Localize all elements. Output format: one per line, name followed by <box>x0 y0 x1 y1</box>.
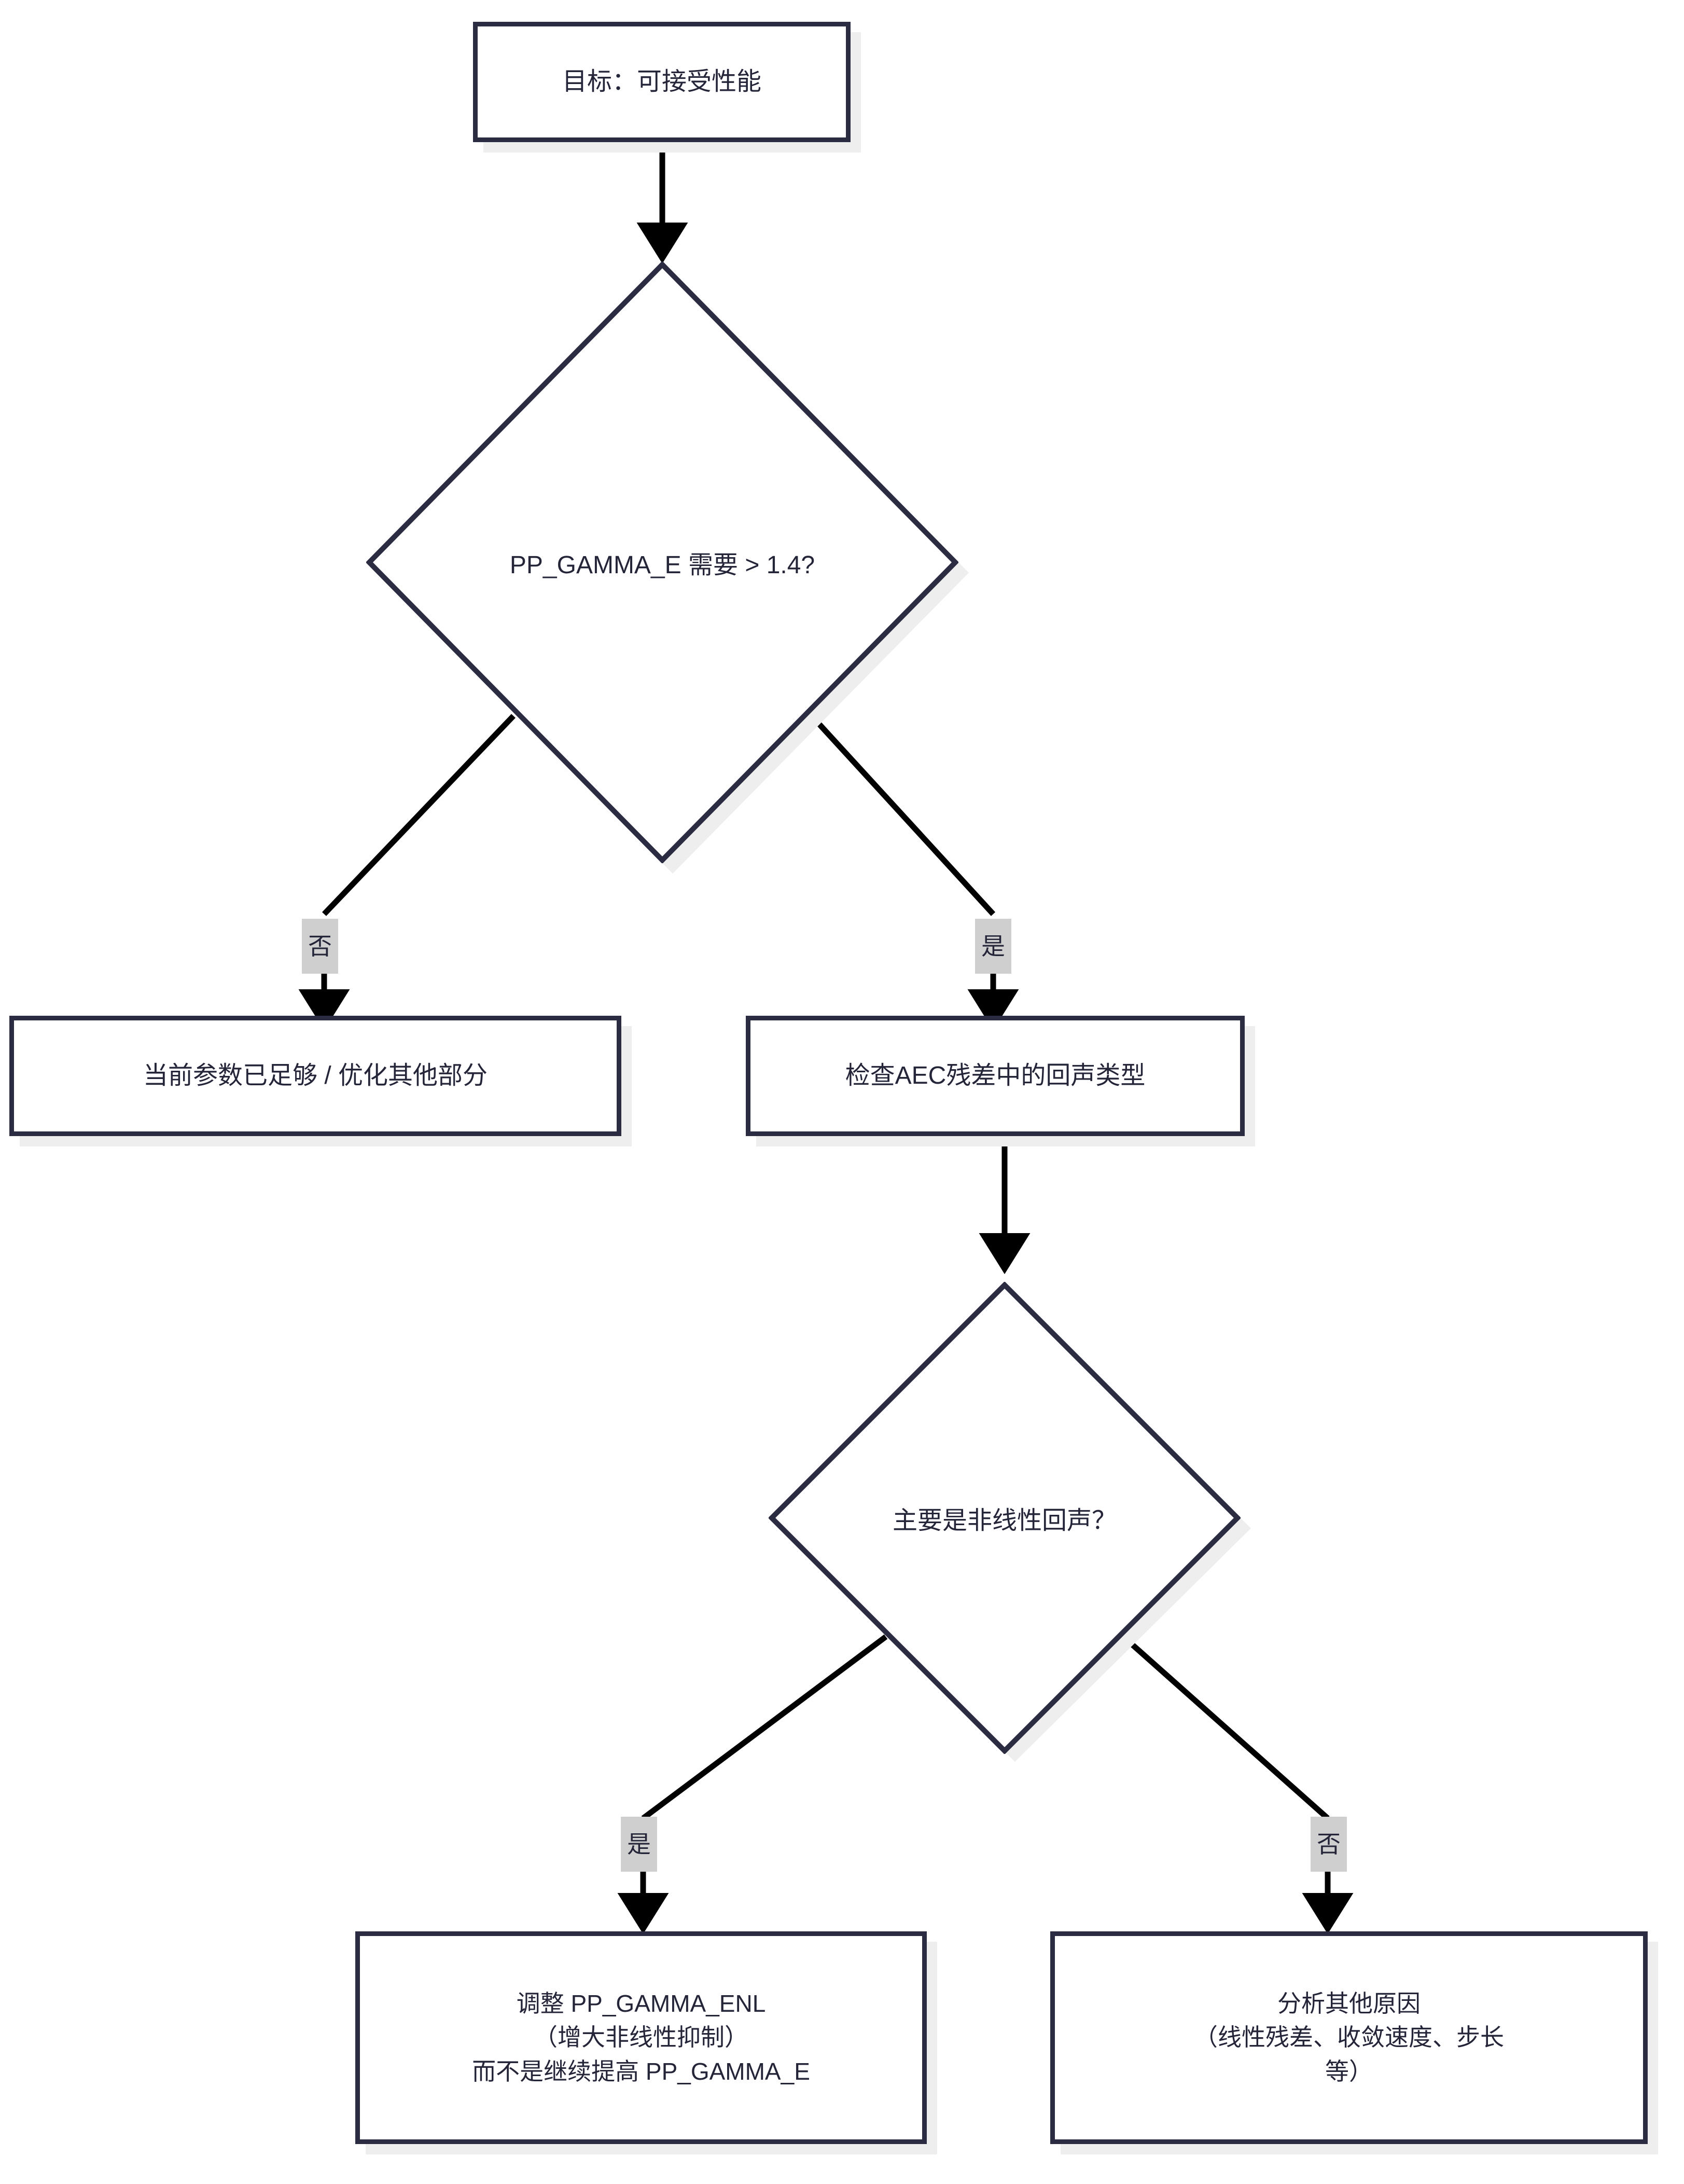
goal-node[interactable]: 目标：可接受性能 <box>473 22 851 142</box>
decision-gamma-shape <box>365 260 959 864</box>
edge-label-gamma-no-text: 否 <box>308 933 332 960</box>
edge-label-nonlinear-yes: 是 <box>621 1817 657 1872</box>
tune-enl-line-1: 调整 PP_GAMMA_ENL <box>516 1990 766 2017</box>
params-ok-node[interactable]: 当前参数已足够 / 优化其他部分 <box>9 1016 621 1136</box>
decision-nonlinear-shape <box>768 1281 1242 1755</box>
tune-enl-node[interactable]: 调整 PP_GAMMA_ENL （增大非线性抑制） 而不是继续提高 PP_GAM… <box>355 1931 927 2144</box>
other-causes-node-lines: 分析其他原因 （线性残差、收敛速度、步长 等） <box>1194 1987 1504 2089</box>
edge-label-gamma-yes-text: 是 <box>981 933 1005 960</box>
decision-gamma-node[interactable]: PP_GAMMA_E 需要 > 1.4? <box>365 260 959 864</box>
check-aec-node-label: 检查AEC残差中的回声类型 <box>845 1061 1146 1089</box>
goal-node-label: 目标：可接受性能 <box>562 67 761 95</box>
other-causes-line-3: 等） <box>1325 2057 1373 2085</box>
check-aec-node[interactable]: 检查AEC残差中的回声类型 <box>746 1016 1245 1136</box>
tune-enl-line-3: 而不是继续提高 PP_GAMMA_E <box>472 2057 810 2085</box>
decision-nonlinear-node[interactable]: 主要是非线性回声？ <box>768 1281 1242 1755</box>
edge-label-gamma-no: 否 <box>302 919 338 974</box>
edge-label-gamma-yes: 是 <box>975 919 1011 974</box>
other-causes-line-1: 分析其他原因 <box>1277 1990 1421 2017</box>
tune-enl-node-lines: 调整 PP_GAMMA_ENL （增大非线性抑制） 而不是继续提高 PP_GAM… <box>472 1987 810 2089</box>
other-causes-line-2: （线性残差、收敛速度、步长 <box>1194 2024 1504 2051</box>
params-ok-node-label: 当前参数已足够 / 优化其他部分 <box>143 1061 488 1089</box>
edge-label-nonlinear-yes-text: 是 <box>627 1831 651 1858</box>
other-causes-node[interactable]: 分析其他原因 （线性残差、收敛速度、步长 等） <box>1050 1931 1648 2144</box>
tune-enl-line-2: （增大非线性抑制） <box>534 2024 748 2051</box>
edge-label-nonlinear-no: 否 <box>1311 1817 1347 1872</box>
edge-label-nonlinear-no-text: 否 <box>1317 1831 1341 1858</box>
